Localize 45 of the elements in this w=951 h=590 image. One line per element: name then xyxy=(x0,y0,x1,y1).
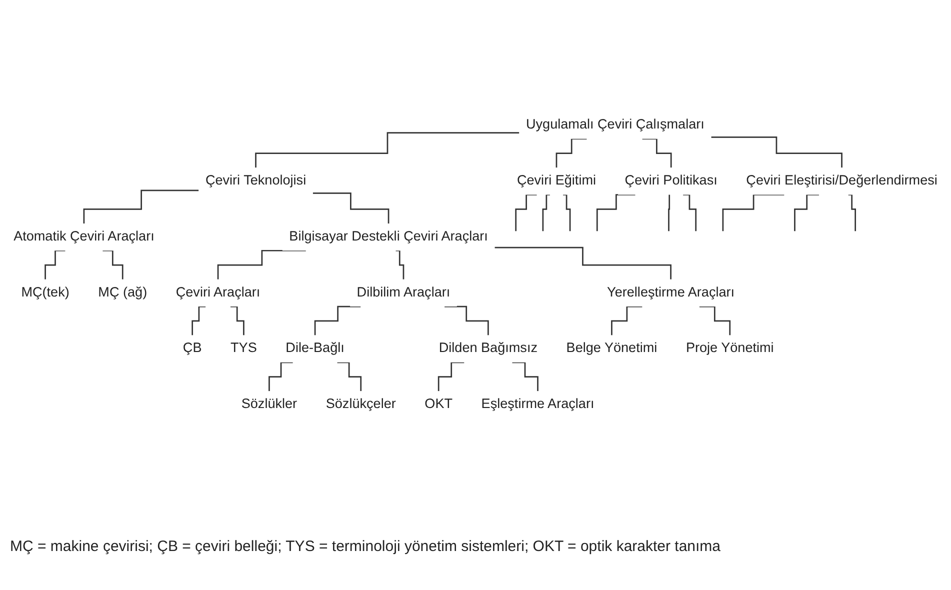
node-text: Çeviri Teknolojisi xyxy=(205,174,306,188)
connector xyxy=(255,132,520,168)
connector xyxy=(396,250,404,280)
node-text: TYS xyxy=(230,341,257,356)
connector xyxy=(268,362,293,392)
connector xyxy=(337,362,362,392)
connector xyxy=(512,362,538,392)
connector xyxy=(217,250,306,280)
node-text: Atomatik Çeviri Araçları xyxy=(14,229,154,244)
caption: MÇ = makine çevirisi; ÇB = çeviri belleği; TYS = terminoloji yönetim sistemleri; OKT = optik karakter tanıma xyxy=(10,538,722,555)
connector xyxy=(314,306,361,336)
connector xyxy=(611,306,642,336)
connector xyxy=(596,194,636,232)
connector xyxy=(642,138,672,168)
connector xyxy=(83,190,199,224)
connector xyxy=(312,192,390,224)
connector xyxy=(794,194,819,232)
connector xyxy=(192,306,206,336)
connector xyxy=(699,306,731,336)
node-text: Sözlükçeler xyxy=(326,397,396,412)
connector xyxy=(230,306,244,336)
node-text: Eşleştirme Araçları xyxy=(481,397,594,412)
connector xyxy=(494,246,672,280)
node-text: ÇB xyxy=(182,341,202,356)
connector xyxy=(102,250,124,280)
node-text: Bilgisayar Destekli Çeviri Araçları xyxy=(289,229,488,244)
connector xyxy=(44,250,66,280)
connector xyxy=(683,194,697,232)
node-text: Belge Yönetimi xyxy=(566,341,658,356)
connector xyxy=(711,136,842,168)
connector xyxy=(444,306,489,336)
node-text: Proje Yönetimi xyxy=(686,341,774,356)
connector xyxy=(556,138,587,168)
connector xyxy=(722,194,784,232)
connector xyxy=(438,362,464,392)
node-text: Çeviri Araçları xyxy=(176,285,260,300)
connector xyxy=(668,194,671,232)
connector xyxy=(515,194,537,232)
node-text: Sözlükler xyxy=(241,397,298,412)
node-text: MÇ (ağ) xyxy=(98,285,148,300)
connector xyxy=(542,194,550,232)
node-text: OKT xyxy=(424,397,453,412)
node-text: MÇ(tek) xyxy=(21,285,70,300)
connector xyxy=(563,194,571,232)
connector xyxy=(848,194,856,232)
